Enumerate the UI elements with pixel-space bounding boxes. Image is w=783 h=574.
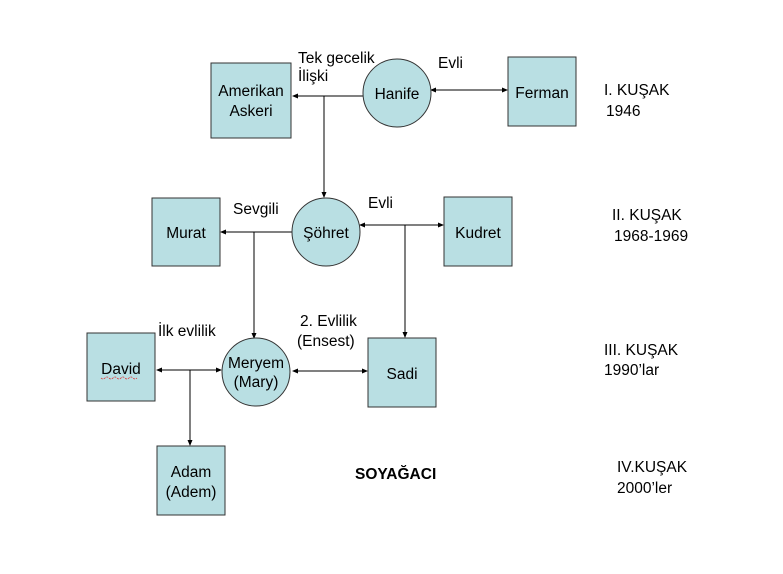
node-label: Amerikan [218, 83, 283, 100]
relation-label-ilk-evlilik: İlk evlilik [158, 322, 216, 340]
node-label: Kudret [455, 225, 501, 242]
generation-label: I. KUŞAK [604, 82, 670, 99]
node-label: Ferman [515, 85, 568, 102]
node-sadi: Sadi [367, 337, 437, 408]
node-label: Sadi [386, 366, 417, 383]
node-label: Meryem [228, 355, 284, 372]
node-sohret: Şöhret [291, 197, 361, 267]
relation-label-ensest: (Ensest) [297, 333, 355, 350]
node-label: Askeri [229, 103, 272, 120]
node-kudret: Kudret [443, 196, 513, 267]
node-adam: Adam (Adem) [156, 445, 226, 516]
node-label: Murat [166, 225, 206, 242]
generation-label: III. KUŞAK [604, 342, 679, 359]
node-label: Hanife [375, 86, 420, 103]
node-label: (Mary) [234, 374, 279, 391]
node-label: Adam [171, 464, 212, 481]
generation-years: 1946 [606, 103, 640, 120]
node-murat: Murat [151, 197, 221, 267]
generation-label: IV.KUŞAK [617, 459, 688, 476]
node-david: David [86, 332, 156, 402]
generation-years: 1990’lar [604, 362, 659, 379]
diagram-title: SOYAĞACI [355, 465, 436, 483]
node-label: David [101, 361, 141, 378]
generation-years: 1968-1969 [614, 228, 688, 245]
node-amerikan-askeri: Amerikan Askeri [210, 62, 292, 139]
relation-label-evli-1: Evli [438, 55, 463, 72]
relation-label-2-evlilik: 2. Evlilik [300, 313, 357, 330]
node-ferman: Ferman [507, 56, 577, 127]
node-label: Şöhret [303, 225, 349, 242]
generation-label: II. KUŞAK [612, 207, 682, 224]
relation-label-sevgili: Sevgili [233, 201, 279, 218]
relation-label-tek-gecelik: Tek gecelik [298, 50, 375, 67]
generation-years: 2000’ler [617, 480, 672, 497]
node-label: (Adem) [166, 484, 217, 501]
node-hanife: Hanife [362, 58, 432, 128]
relation-label-iliski: İlişki [298, 67, 328, 85]
relation-label-evli-2: Evli [368, 195, 393, 212]
node-meryem: Meryem (Mary) [221, 337, 291, 407]
